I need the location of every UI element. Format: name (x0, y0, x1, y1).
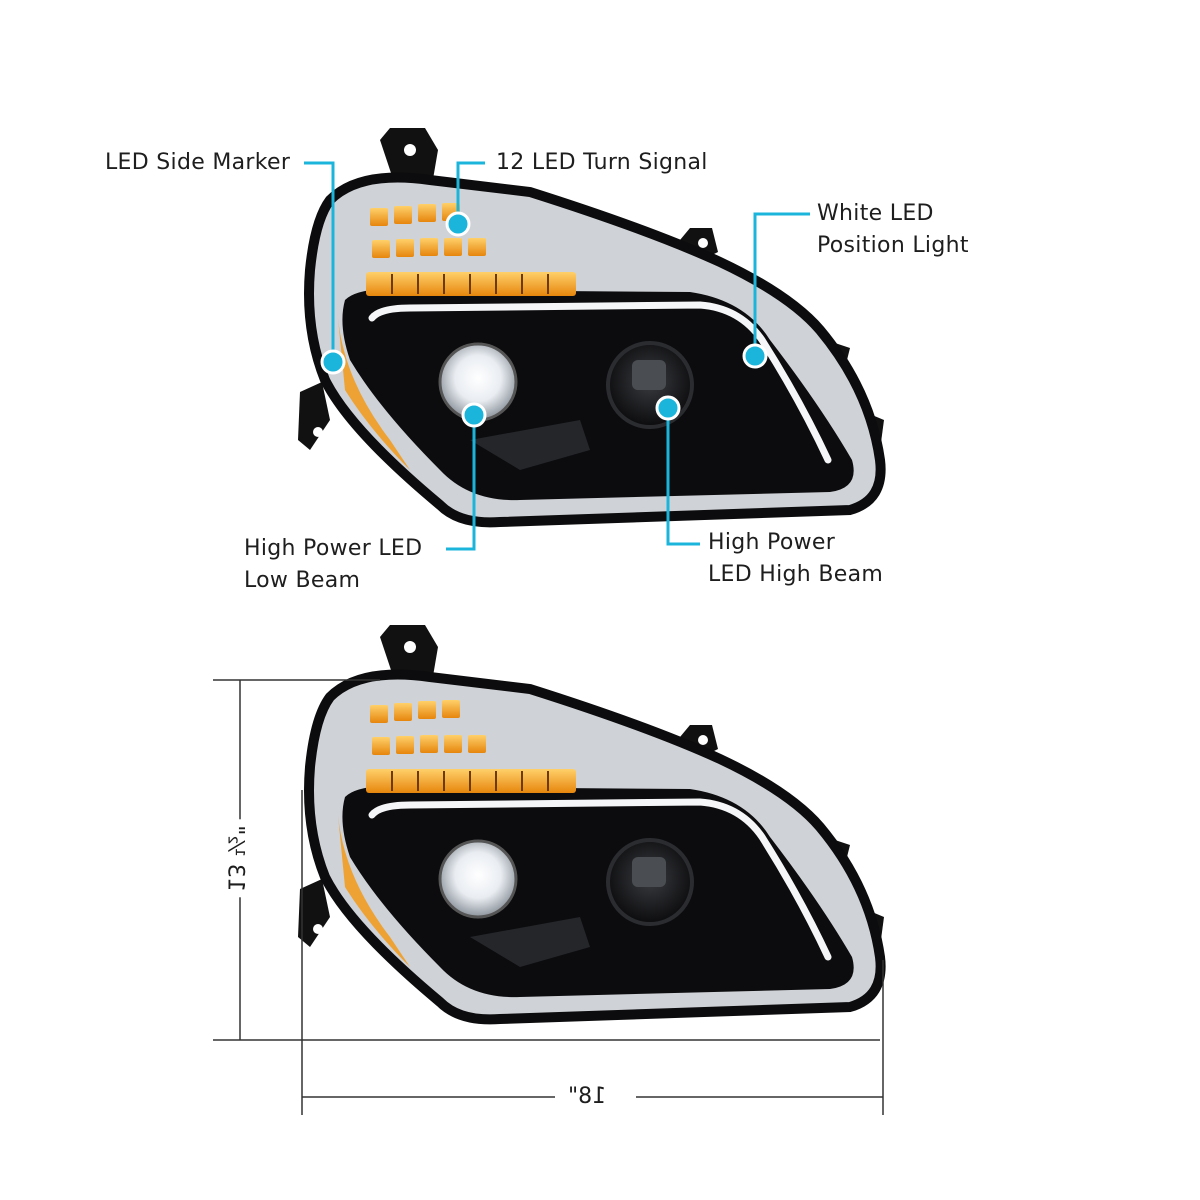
callout-dots (320, 211, 768, 428)
callout-position-light-line2: Position Light (817, 233, 969, 258)
callout-position-light-line1: White LED (817, 201, 934, 226)
callout-position-light: White LED Position Light (817, 198, 969, 262)
callout-side-marker-text: LED Side Marker (105, 150, 291, 175)
callout-high-beam-line1: High Power (708, 530, 836, 555)
headlamp-callout-view (298, 128, 884, 522)
callout-side-marker: LED Side Marker (105, 147, 290, 179)
callout-low-beam-line2: Low Beam (244, 568, 361, 593)
callout-low-beam: High Power LED Low Beam (244, 533, 422, 597)
width-dimension-label: 18" (562, 1084, 613, 1109)
callout-turn-signal: 12 LED Turn Signal (496, 147, 708, 179)
height-dimension-text: 13 ½" (222, 825, 248, 892)
callout-turn-signal-text: 12 LED Turn Signal (496, 150, 708, 175)
callout-high-beam-line2: LED High Beam (708, 562, 884, 587)
height-dimension-label: 13 ½" (222, 819, 248, 898)
width-dimension-text: 18" (568, 1084, 607, 1109)
headlamp-dimension-view (298, 625, 884, 1019)
callout-leaders (304, 161, 810, 551)
callout-low-beam-line1: High Power LED (244, 536, 423, 561)
dimension-lines (213, 679, 884, 1115)
callout-high-beam: High Power LED High Beam (708, 527, 883, 591)
